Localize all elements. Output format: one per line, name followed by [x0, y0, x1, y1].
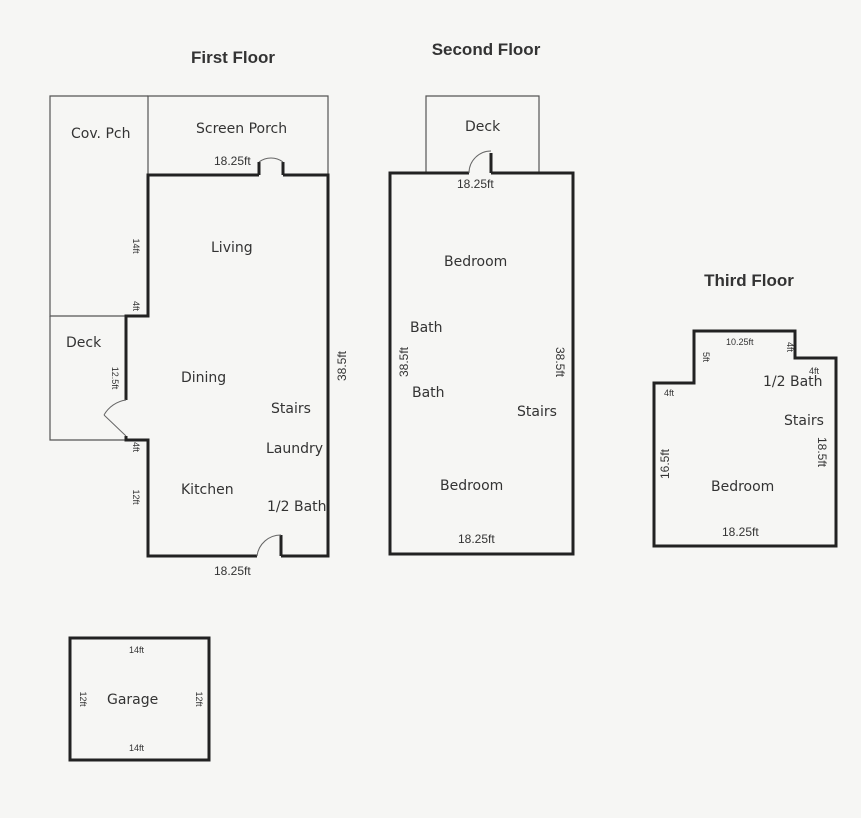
dim-garage-bottom: 14ft: [129, 743, 145, 753]
dim-second-right: 38.5ft: [553, 347, 567, 378]
dim-first-right: 38.5ft: [335, 350, 349, 381]
room-label-garage: Garage: [107, 692, 158, 708]
dim-first-left-upper: 14ft: [131, 238, 141, 254]
room-label-second-bedroom-top: Bedroom: [444, 254, 507, 270]
room-label-laundry: Laundry: [266, 441, 323, 457]
garage-walls: [68, 636, 211, 762]
dim-third-left: 16.5ft: [658, 448, 672, 479]
first-floor-top-door-swing: [258, 157, 284, 163]
room-label-cov-pch: Cov. Pch: [71, 126, 130, 142]
dim-garage-top: 14ft: [129, 645, 145, 655]
deck-door-swing: [103, 399, 127, 437]
room-label-second-deck: Deck: [465, 119, 501, 135]
dim-second-left: 38.5ft: [397, 346, 411, 377]
dim-first-bottom: 18.25ft: [214, 564, 251, 578]
screen-porch-outline: [147, 95, 329, 175]
first-floor-bottom-door-swing: [256, 534, 282, 557]
second-floor-title: Second Floor: [432, 40, 541, 59]
dim-third-right-small: 4ft: [785, 342, 795, 353]
covered-porch-outline: [49, 95, 148, 317]
first-floor-title: First Floor: [191, 48, 275, 67]
dim-garage-left: 12ft: [78, 691, 88, 707]
room-label-second-stairs: Stairs: [517, 404, 557, 420]
room-label-kitchen: Kitchen: [181, 482, 234, 498]
first-floor-plan: First Floor Cov. Pch Screen Porch Living…: [49, 48, 349, 578]
garage-plan: Garage 14ft 14ft 12ft 12ft: [68, 636, 211, 762]
second-floor-walls: [388, 171, 575, 556]
first-floor-top-door-jambs: [257, 162, 285, 175]
room-label-third-bedroom: Bedroom: [711, 479, 774, 495]
dim-first-left-lower: 12ft: [131, 489, 141, 505]
third-floor-plan: Third Floor 1/2 Bath Stairs Bedroom 10.2…: [652, 271, 838, 548]
room-label-second-bedroom-bottom: Bedroom: [440, 478, 503, 494]
third-floor-walls: [652, 329, 838, 548]
room-label-half-bath: 1/2 Bath: [267, 499, 327, 515]
dim-garage-right: 12ft: [194, 691, 204, 707]
room-label-third-stairs: Stairs: [784, 413, 824, 429]
room-label-second-bath-1: Bath: [410, 320, 443, 336]
dim-third-left-small: 5ft: [701, 352, 711, 363]
first-floor-walls: [124, 173, 330, 558]
room-label-stairs: Stairs: [271, 401, 311, 417]
second-floor-plan: Second Floor Deck Bedroom Bath Bath Stai…: [388, 40, 575, 556]
room-label-dining: Dining: [181, 370, 226, 386]
dim-first-left-mid: 12.5ft: [110, 367, 120, 390]
dim-first-top: 18.25ft: [214, 154, 251, 168]
second-floor-deck-outline: [425, 95, 540, 173]
dim-third-top: 10.25ft: [726, 337, 754, 347]
dim-first-left-notch-top: 4ft: [131, 301, 141, 312]
dim-third-right-step: 4ft: [809, 366, 820, 376]
room-label-deck: Deck: [66, 335, 102, 351]
dim-second-top: 18.25ft: [457, 177, 494, 191]
room-label-second-bath-2: Bath: [412, 385, 445, 401]
third-floor-title: Third Floor: [704, 271, 794, 290]
room-label-third-half-bath: 1/2 Bath: [763, 374, 823, 390]
dim-third-bottom: 18.25ft: [722, 525, 759, 539]
room-label-screen-porch: Screen Porch: [196, 121, 287, 137]
second-floor-door-swing: [468, 150, 492, 174]
dim-first-left-notch-bottom: 4ft: [131, 442, 141, 453]
deck-outline: [49, 316, 126, 441]
room-label-living: Living: [211, 240, 253, 256]
dim-third-left-step: 4ft: [664, 388, 675, 398]
dim-second-bottom: 18.25ft: [458, 532, 495, 546]
dim-third-right: 18.5ft: [815, 437, 829, 468]
